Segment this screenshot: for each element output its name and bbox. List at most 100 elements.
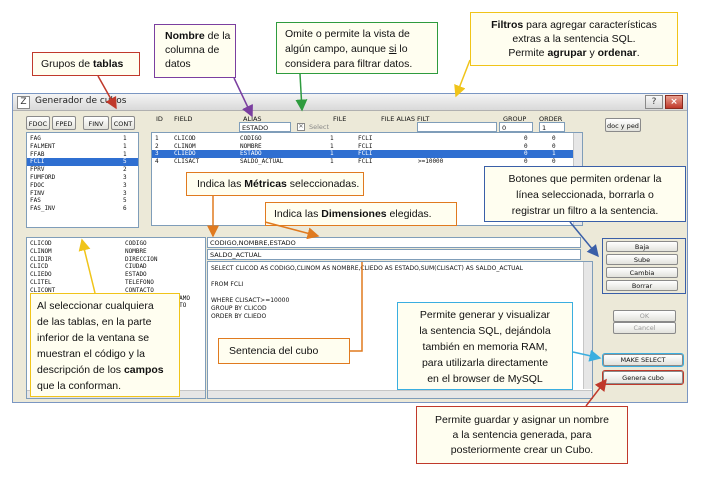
col-header-field: FIELD <box>174 115 193 123</box>
table-list-item[interactable]: FPRV 2 <box>27 166 138 174</box>
sql-line <box>211 273 592 281</box>
callout-metrics: Indica las Métricas seleccionadas. <box>186 172 364 196</box>
sql-line: GROUP BY CLICOD <box>211 305 267 312</box>
sql-line: SELECT CLICOD AS CODIGO,CLINOM AS NOMBRE… <box>211 265 524 272</box>
grid-cell-group: 0 <box>524 135 528 142</box>
grid-cell-file: FCLI <box>358 142 373 150</box>
table-list-item[interactable]: FDOC 3 <box>27 182 138 190</box>
col-header-id: ID <box>156 115 163 123</box>
baja-button[interactable]: Baja <box>606 241 678 252</box>
group-button-fped[interactable]: FPED <box>52 116 76 130</box>
table-name: FUMFORD <box>30 173 56 181</box>
group-button-finv[interactable]: FINV <box>83 116 109 130</box>
sql-horizontal-scrollbar[interactable] <box>208 390 592 398</box>
table-name: FDOC <box>30 181 45 189</box>
ok-button[interactable]: OK <box>613 310 676 322</box>
grid-cell-n: 1 <box>330 135 334 142</box>
grid-cell-n: 1 <box>330 150 334 157</box>
grid-cell-order: 0 <box>552 135 556 142</box>
dimensions-field[interactable]: CODIGO,NOMBRE,ESTADO <box>207 237 581 248</box>
row-actions-group <box>602 238 686 294</box>
sql-line <box>211 289 592 297</box>
grid-cell-filt: >=10000 <box>418 157 444 165</box>
order-input[interactable]: 1 <box>539 122 565 132</box>
callout-generate-cube: Permite guardar y asignar un nombre a la… <box>416 406 628 464</box>
grid-cell-group: 0 <box>524 157 528 165</box>
col-header-group: GROUP <box>503 115 527 123</box>
sql-line: ORDER BY CLIEDO <box>211 313 267 320</box>
grid-cell-file: FCLI <box>358 135 373 142</box>
callout-make-select: Permite generar y visualizar la sentenci… <box>397 302 573 390</box>
grid-cell-order: 1 <box>552 150 556 157</box>
grid-cell-alias: CODIGO <box>240 135 262 142</box>
grid-cell-field: CLINOM <box>174 142 196 150</box>
field-code: CLICD <box>30 263 49 271</box>
callout-cube-statement: Sentencia del cubo <box>218 338 350 364</box>
make-select-button[interactable]: MAKE SELECT <box>602 353 684 367</box>
borrar-button[interactable]: Borrar <box>606 280 678 291</box>
field-code: CLITEL <box>30 278 52 286</box>
table-count: 6 <box>123 205 127 213</box>
sql-vertical-scrollbar[interactable] <box>583 262 592 389</box>
cancel-button[interactable]: Cancel <box>613 322 676 334</box>
grid-cell-n: 1 <box>330 142 334 150</box>
grid-cell-id: 4 <box>155 157 159 165</box>
title-bar[interactable]: Z Generador de cubos ? × <box>13 94 687 111</box>
table-name: FPRV <box>30 166 45 174</box>
metrics-field[interactable]: SALDO_ACTUAL <box>207 249 581 260</box>
select-checkbox[interactable]: ✕ <box>297 123 305 131</box>
grid-cell-id: 3 <box>155 150 159 157</box>
group-input[interactable]: 0 <box>499 122 533 132</box>
sube-button[interactable]: Sube <box>606 254 678 265</box>
sql-line: WHERE CLISACT>=10000 <box>211 297 290 304</box>
grid-cell-id: 2 <box>155 142 159 150</box>
row-action-button[interactable]: doc y ped <box>605 118 641 132</box>
filter-input[interactable] <box>417 122 497 132</box>
group-button-cont[interactable]: CONT <box>111 116 135 130</box>
grid-cell-order: 0 <box>552 157 556 165</box>
callout-row-buttons: Botones que permiten ordenar la línea se… <box>484 166 686 222</box>
table-count: 3 <box>123 173 127 181</box>
help-button[interactable]: ? <box>645 95 663 109</box>
grid-cell-group: 0 <box>524 142 528 150</box>
close-button[interactable]: × <box>665 95 683 109</box>
table-list-item[interactable]: FUMFORD 3 <box>27 174 138 182</box>
table-count: 3 <box>123 181 127 189</box>
table-count: 2 <box>123 166 127 174</box>
grid-cell-file: FCLI <box>358 150 373 157</box>
grid-cell-field: CLISACT <box>174 157 200 165</box>
callout-table-groups: Grupos de tablas <box>32 52 140 76</box>
cambia-button[interactable]: Cambia <box>606 267 678 278</box>
alias-input[interactable]: ESTADO <box>239 122 291 132</box>
arrow-filters <box>454 59 471 98</box>
col-header-filt: FILT <box>417 115 430 123</box>
col-header-file: FILE <box>333 115 347 123</box>
grid-cell-alias: SALDO_ACTUAL <box>240 157 284 165</box>
col-header-file-alias: FILE ALIAS <box>381 115 416 123</box>
field-code: CLICONT <box>30 286 56 294</box>
table-name: FCLI <box>30 158 45 166</box>
table-count: 1 <box>123 142 127 150</box>
callout-dimensions: Indica las Dimensiones elegidas. <box>265 202 457 226</box>
generate-cube-button[interactable]: Genera cubo <box>602 370 684 385</box>
group-button-fdoc[interactable]: FDOC <box>26 116 50 130</box>
